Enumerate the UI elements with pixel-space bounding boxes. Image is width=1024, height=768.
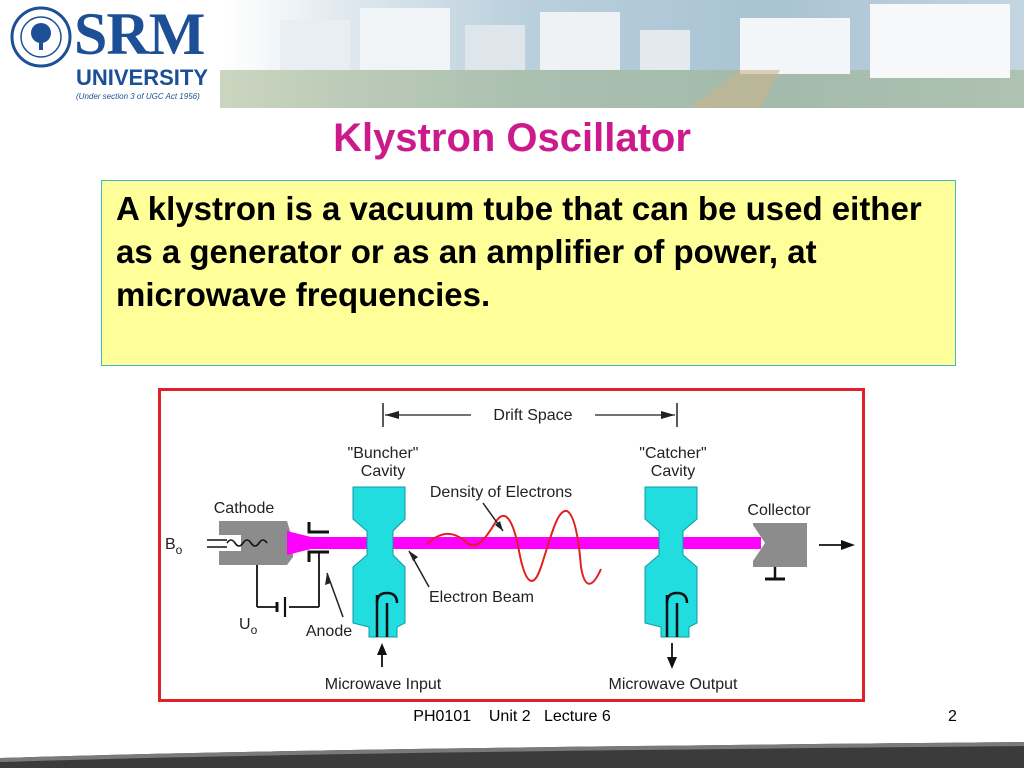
drift-arrow-left-icon xyxy=(385,411,399,419)
catcher-label-line1: "Catcher" xyxy=(639,445,706,462)
klystron-diagram: Drift Space "Buncher" Cavity "Catcher" C… xyxy=(158,388,865,702)
u0-label: Uo xyxy=(239,616,258,637)
microwave-input-arrow-icon xyxy=(377,643,387,655)
cathode-body xyxy=(219,521,293,565)
anode-label: Anode xyxy=(306,623,352,640)
b0-label: Bo xyxy=(165,536,183,557)
u0-sub: o xyxy=(251,623,258,637)
logo-note: (Under section 3 of UGC Act 1956) xyxy=(76,92,200,101)
b0-main: B xyxy=(165,536,176,553)
anode-pointer-arrow-icon xyxy=(325,573,331,585)
density-label: Density of Electrons xyxy=(430,484,572,501)
microwave-input-label: Microwave Input xyxy=(325,676,442,693)
catcher-cavity xyxy=(644,486,698,638)
microwave-output-arrow-icon xyxy=(667,657,677,669)
electron-beam xyxy=(287,531,761,555)
logo-name: SRM xyxy=(74,1,205,67)
microwave-output-label: Microwave Output xyxy=(609,676,738,693)
university-seal-icon xyxy=(10,6,72,68)
beam-pointer-arrow-icon xyxy=(409,551,418,561)
anode-upper-plate xyxy=(307,522,329,534)
footer-course-info: PH0101 Unit 2 Lecture 6 xyxy=(413,708,611,725)
slide-title: Klystron Oscillator xyxy=(333,116,691,160)
cathode-heater-coil-icon xyxy=(226,539,268,547)
collector-body xyxy=(753,523,807,567)
catcher-coupling-loop-icon xyxy=(665,591,689,604)
logo-subtitle: UNIVERSITY xyxy=(76,65,209,90)
drift-arrow-right-icon xyxy=(661,411,675,419)
slide-header: SRM UNIVERSITY (Under section 3 of UGC A… xyxy=(0,0,1024,108)
electron-density-wave xyxy=(426,510,602,585)
bottom-swoosh-decoration xyxy=(0,742,1024,768)
b0-sub: o xyxy=(176,543,183,557)
definition-box: A klystron is a vacuum tube that can be … xyxy=(101,180,956,366)
buncher-label-line1: "Buncher" xyxy=(348,445,419,462)
cathode-label: Cathode xyxy=(214,500,275,517)
slide-page-number: 2 xyxy=(948,708,957,725)
definition-text: A klystron is a vacuum tube that can be … xyxy=(116,190,922,313)
electron-beam-label: Electron Beam xyxy=(429,589,534,606)
klystron-diagram-svg: Drift Space "Buncher" Cavity "Catcher" C… xyxy=(165,403,855,693)
density-pointer-arrow-icon xyxy=(495,521,503,531)
drift-space-label: Drift Space xyxy=(493,407,572,424)
buncher-label-line2: Cavity xyxy=(361,463,405,480)
anode-lower-plate xyxy=(307,550,329,562)
catcher-label-line2: Cavity xyxy=(651,463,695,480)
beam-exit-arrow-icon xyxy=(841,540,855,550)
collector-label: Collector xyxy=(747,502,811,519)
u0-main: U xyxy=(239,616,251,633)
campus-photo-banner xyxy=(220,4,1024,108)
buncher-cavity xyxy=(352,486,406,638)
buncher-coupling-loop-icon xyxy=(375,591,399,604)
